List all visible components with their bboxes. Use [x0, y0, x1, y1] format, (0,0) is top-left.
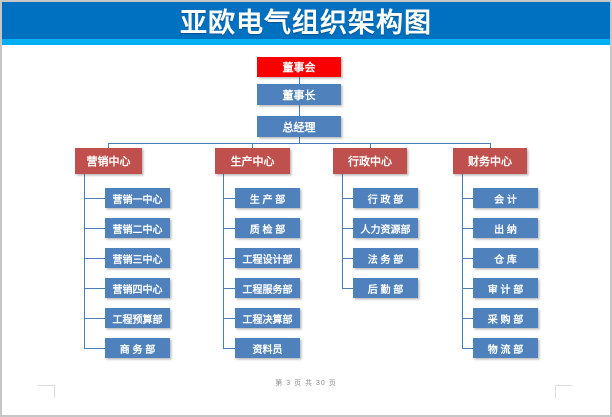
connector-line: [84, 258, 105, 259]
connector-line: [299, 137, 300, 143]
connector-line: [299, 105, 300, 116]
connector-line: [462, 348, 473, 349]
org-node[interactable]: 审 计 部: [473, 278, 538, 298]
connector-line: [108, 143, 109, 148]
org-node[interactable]: 工程设计部: [235, 248, 300, 268]
connector-line: [223, 318, 235, 319]
connector-line: [223, 198, 235, 199]
org-node[interactable]: 营销一中心: [105, 188, 170, 208]
org-node[interactable]: 仓 库: [473, 248, 538, 268]
org-node[interactable]: 行 政 部: [353, 188, 418, 208]
org-node[interactable]: 商 务 部: [105, 338, 170, 358]
connector-line: [84, 348, 105, 349]
page-title: 亚欧电气组织架构图: [180, 8, 432, 38]
connector-line: [223, 228, 235, 229]
connector-trunk: [342, 174, 343, 288]
org-node[interactable]: 会 计: [473, 188, 538, 208]
node-general-manager[interactable]: 总经理: [257, 116, 341, 137]
connector-line: [370, 143, 371, 148]
node-production-center[interactable]: 生产中心: [215, 148, 290, 174]
connector-line: [84, 228, 105, 229]
banner-accent-strip: [2, 39, 610, 45]
connector-line: [84, 198, 105, 199]
org-node[interactable]: 人力资源部: [353, 218, 418, 238]
org-node[interactable]: 工程服务部: [235, 278, 300, 298]
org-node[interactable]: 资料员: [235, 338, 300, 358]
connector-line: [252, 143, 253, 148]
org-node[interactable]: 物 流 部: [473, 338, 538, 358]
margin-crop-mark: [555, 385, 556, 398]
org-node[interactable]: 营销二中心: [105, 218, 170, 238]
connector-line: [108, 143, 491, 144]
margin-crop-mark: [38, 385, 55, 386]
node-admin-center[interactable]: 行政中心: [333, 148, 407, 174]
connector-trunk: [84, 174, 85, 348]
org-node[interactable]: 出 纳: [473, 218, 538, 238]
page-number: 第 3 页 共 30 页: [275, 380, 337, 387]
connector-line: [490, 143, 491, 148]
connector-trunk: [223, 174, 224, 348]
connector-line: [462, 288, 473, 289]
connector-line: [84, 288, 105, 289]
connector-line: [223, 288, 235, 289]
connector-line: [462, 228, 473, 229]
org-node[interactable]: 生 产 部: [235, 188, 300, 208]
node-finance-center[interactable]: 财务中心: [453, 148, 527, 174]
connector-line: [299, 77, 300, 84]
org-node[interactable]: 营销四中心: [105, 278, 170, 298]
org-node[interactable]: 后 勤 部: [353, 278, 418, 298]
connector-line: [84, 318, 105, 319]
org-node[interactable]: 工程决算部: [235, 308, 300, 328]
margin-crop-mark: [555, 385, 572, 386]
connector-line: [462, 258, 473, 259]
connector-line: [462, 198, 473, 199]
connector-line: [342, 288, 353, 289]
title-banner: 亚欧电气组织架构图: [2, 2, 610, 45]
connector-line: [342, 228, 353, 229]
org-node[interactable]: 营销三中心: [105, 248, 170, 268]
org-node[interactable]: 法 务 部: [353, 248, 418, 268]
connector-trunk: [462, 174, 463, 348]
connector-line: [223, 258, 235, 259]
connector-line: [342, 258, 353, 259]
connector-line: [223, 348, 235, 349]
node-marketing-center[interactable]: 营销中心: [75, 148, 142, 174]
org-node[interactable]: 质 检 部: [235, 218, 300, 238]
node-board-of-directors[interactable]: 董事会: [257, 57, 341, 77]
connector-line: [462, 318, 473, 319]
org-node[interactable]: 工程预算部: [105, 308, 170, 328]
connector-line: [342, 198, 353, 199]
margin-crop-mark: [54, 385, 55, 398]
org-node[interactable]: 采 购 部: [473, 308, 538, 328]
node-chairman[interactable]: 董事长: [257, 84, 341, 105]
